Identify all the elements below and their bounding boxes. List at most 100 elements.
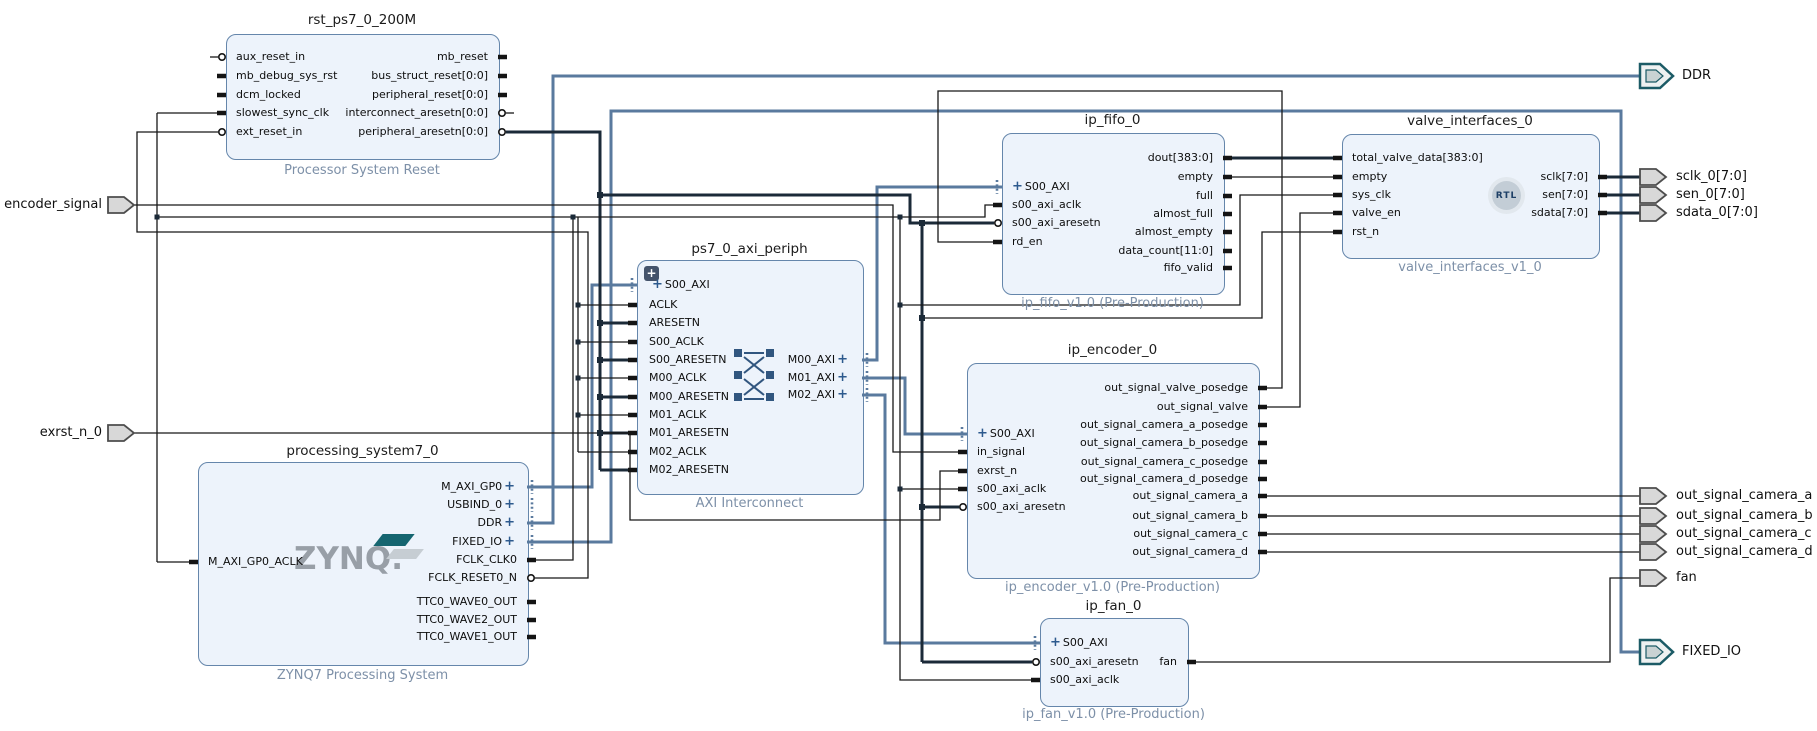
pin-interconnect-aresetn[interactable]: interconnect_aresetn[0:0] bbox=[345, 106, 488, 119]
pin-enc-cam-b[interactable]: out_signal_camera_b bbox=[1132, 509, 1248, 522]
pin-fifo-s00-axi[interactable]: +S00_AXI bbox=[1012, 179, 1070, 194]
block-valve-interfaces-0[interactable] bbox=[1342, 134, 1600, 259]
expand-plus-icon[interactable]: + bbox=[1050, 635, 1061, 650]
wire-encoder-signal[interactable] bbox=[133, 204, 967, 453]
expand-plus-icon[interactable]: + bbox=[652, 277, 663, 292]
pin-fifo-full[interactable]: full bbox=[1196, 189, 1213, 202]
port-shape-encoder-signal[interactable] bbox=[107, 196, 136, 214]
pin-ic-m00-aresetn[interactable]: M00_ARESETN bbox=[649, 390, 729, 403]
pin-ic-s00-aclk[interactable]: S00_ACLK bbox=[649, 335, 704, 348]
ext-port-fan[interactable]: fan bbox=[1676, 570, 1697, 585]
block-rst-ps7-0-200m[interactable] bbox=[226, 34, 500, 160]
pin-ic-aclk[interactable]: ACLK bbox=[649, 298, 678, 311]
pin-ttc0-wave1-out[interactable]: TTC0_WAVE1_OUT bbox=[416, 630, 517, 643]
expand-plus-icon[interactable]: + bbox=[504, 534, 515, 549]
pin-valve-rst-n[interactable]: rst_n bbox=[1352, 225, 1380, 238]
pin-enc-s00-axi-aresetn[interactable]: s00_axi_aresetn bbox=[977, 500, 1066, 513]
expand-plus-icon[interactable]: + bbox=[837, 370, 848, 385]
wire-m01-axi-to-encoder[interactable] bbox=[862, 376, 967, 436]
pin-m-axi-gp0-aclk[interactable]: M_AXI_GP0_ACLK bbox=[208, 555, 303, 568]
pin-enc-cam-d[interactable]: out_signal_camera_d bbox=[1132, 545, 1248, 558]
pin-ic-s00-axi[interactable]: +S00_AXI bbox=[652, 277, 710, 292]
wire-fclk-clk0[interactable] bbox=[527, 217, 574, 561]
pin-mb-debug-sys-rst[interactable]: mb_debug_sys_rst bbox=[236, 69, 338, 82]
expand-plus-icon[interactable]: + bbox=[504, 479, 515, 494]
wire-fclk-reset0-n[interactable] bbox=[136, 131, 589, 579]
pin-fifo-s00-axi-aclk[interactable]: s00_axi_aclk bbox=[1012, 198, 1082, 211]
port-shape-exrst-n-0[interactable] bbox=[107, 424, 136, 442]
pin-ic-m02-aclk[interactable]: M02_ACLK bbox=[649, 445, 707, 458]
pin-peripheral-reset[interactable]: peripheral_reset[0:0] bbox=[371, 88, 488, 101]
expand-plus-icon[interactable]: + bbox=[837, 352, 848, 367]
pin-enc-valve-posedge[interactable]: out_signal_valve_posedge bbox=[1104, 381, 1248, 394]
ext-port-sen-0[interactable]: sen_0[7:0] bbox=[1676, 187, 1745, 202]
ext-port-sclk-0[interactable]: sclk_0[7:0] bbox=[1676, 169, 1747, 184]
pin-valve-sys-clk[interactable]: sys_clk bbox=[1352, 188, 1391, 201]
pin-enc-cam-a[interactable]: out_signal_camera_a bbox=[1132, 489, 1248, 502]
pin-ic-aresetn[interactable]: ARESETN bbox=[649, 316, 700, 329]
port-shape-sclk-0[interactable] bbox=[1639, 168, 1668, 186]
wire-clock-south-trunk[interactable] bbox=[899, 217, 1040, 681]
pin-valve-sclk[interactable]: sclk[7:0] bbox=[1540, 170, 1589, 183]
pin-ic-m02-axi[interactable]: M02_AXI+ bbox=[787, 387, 848, 402]
block-ip-encoder-0[interactable] bbox=[967, 363, 1260, 579]
pin-ttc0-wave2-out[interactable]: TTC0_WAVE2_OUT bbox=[416, 613, 517, 626]
expand-plus-icon[interactable]: + bbox=[504, 497, 515, 512]
pin-fclk-reset0-n[interactable]: FCLK_RESET0_N bbox=[428, 571, 517, 584]
pin-valve-sen[interactable]: sen[7:0] bbox=[1542, 188, 1588, 201]
pin-fifo-s00-axi-aresetn[interactable]: s00_axi_aresetn bbox=[1012, 216, 1101, 229]
pin-fifo-valid[interactable]: fifo_valid bbox=[1163, 261, 1213, 274]
ext-port-exrst-n-0[interactable]: exrst_n_0 bbox=[39, 425, 102, 440]
block-ip-fifo-0[interactable] bbox=[1002, 133, 1225, 295]
block-ip-fan-0[interactable] bbox=[1040, 618, 1189, 707]
pin-valve-en[interactable]: valve_en bbox=[1352, 206, 1401, 219]
pin-fifo-almost-empty[interactable]: almost_empty bbox=[1134, 225, 1213, 238]
pin-fifo-data-count[interactable]: data_count[11:0] bbox=[1118, 244, 1213, 257]
pin-valve-empty[interactable]: empty bbox=[1352, 170, 1388, 183]
pin-fan-s00-axi-aclk[interactable]: s00_axi_aclk bbox=[1050, 673, 1120, 686]
port-shape-camera-d[interactable] bbox=[1639, 543, 1668, 561]
pin-ic-m02-aresetn[interactable]: M02_ARESETN bbox=[649, 463, 729, 476]
ext-port-camera-d[interactable]: out_signal_camera_d bbox=[1676, 544, 1813, 559]
port-shape-camera-a[interactable] bbox=[1639, 487, 1668, 505]
pin-fan-s00-axi-aresetn[interactable]: s00_axi_aresetn bbox=[1050, 655, 1139, 668]
wire-clock-main[interactable] bbox=[157, 204, 1002, 218]
ext-port-camera-a[interactable]: out_signal_camera_a bbox=[1676, 488, 1813, 503]
wire-fixed-io[interactable] bbox=[527, 109, 1640, 654]
pin-enc-cam-a-posedge[interactable]: out_signal_camera_a_posedge bbox=[1080, 418, 1248, 431]
pin-enc-s00-axi[interactable]: +S00_AXI bbox=[977, 426, 1035, 441]
pin-valve-total-data[interactable]: total_valve_data[383:0] bbox=[1352, 151, 1483, 164]
wire-reset-to-rst-n[interactable] bbox=[922, 231, 1342, 319]
pin-peripheral-aresetn[interactable]: peripheral_aresetn[0:0] bbox=[358, 125, 488, 138]
wire-exrst-n[interactable] bbox=[133, 432, 967, 521]
pin-enc-cam-b-posedge[interactable]: out_signal_camera_b_posedge bbox=[1079, 436, 1248, 449]
wire-valve-posedge-to-rd-en[interactable] bbox=[937, 90, 1283, 389]
pin-enc-in-signal[interactable]: in_signal bbox=[977, 445, 1026, 458]
pin-enc-s00-axi-aclk[interactable]: s00_axi_aclk bbox=[977, 482, 1047, 495]
pin-ext-reset-in[interactable]: ext_reset_in bbox=[236, 125, 303, 138]
pin-fixed-io[interactable]: FIXED_IO+ bbox=[452, 534, 515, 549]
pin-fifo-almost-full[interactable]: almost_full bbox=[1153, 207, 1213, 220]
ext-port-camera-c[interactable]: out_signal_camera_c bbox=[1676, 526, 1812, 541]
pin-fan-s00-axi[interactable]: +S00_AXI bbox=[1050, 635, 1108, 650]
pin-ic-s00-aresetn[interactable]: S00_ARESETN bbox=[649, 353, 727, 366]
pin-ic-m00-aclk[interactable]: M00_ACLK bbox=[649, 371, 707, 384]
pin-bus-struct-reset[interactable]: bus_struct_reset[0:0] bbox=[371, 69, 488, 82]
expand-plus-icon[interactable]: + bbox=[504, 515, 515, 530]
expand-plus-icon[interactable]: + bbox=[837, 387, 848, 402]
pin-valve-sdata[interactable]: sdata[7:0] bbox=[1531, 206, 1588, 219]
wire-fan-out[interactable] bbox=[1187, 577, 1640, 663]
pin-ic-m01-aresetn[interactable]: M01_ARESETN bbox=[649, 426, 729, 439]
ext-port-camera-b[interactable]: out_signal_camera_b bbox=[1676, 508, 1813, 523]
expand-plus-icon[interactable]: + bbox=[977, 426, 988, 441]
expand-corner-icon[interactable]: + bbox=[644, 266, 659, 281]
wire-m02-axi-to-fan[interactable] bbox=[862, 393, 1040, 645]
wire-clock-to-valve[interactable] bbox=[900, 194, 1342, 306]
port-shape-sdata-0[interactable] bbox=[1639, 204, 1668, 222]
ext-port-fixed-io[interactable]: FIXED_IO bbox=[1682, 644, 1742, 659]
pin-ic-m01-aclk[interactable]: M01_ACLK bbox=[649, 408, 707, 421]
pin-dcm-locked[interactable]: dcm_locked bbox=[236, 88, 301, 101]
ext-port-sdata-0[interactable]: sdata_0[7:0] bbox=[1676, 205, 1758, 220]
pin-ic-m00-axi[interactable]: M00_AXI+ bbox=[787, 352, 848, 367]
wire-m-axi-gp0[interactable] bbox=[527, 283, 637, 489]
